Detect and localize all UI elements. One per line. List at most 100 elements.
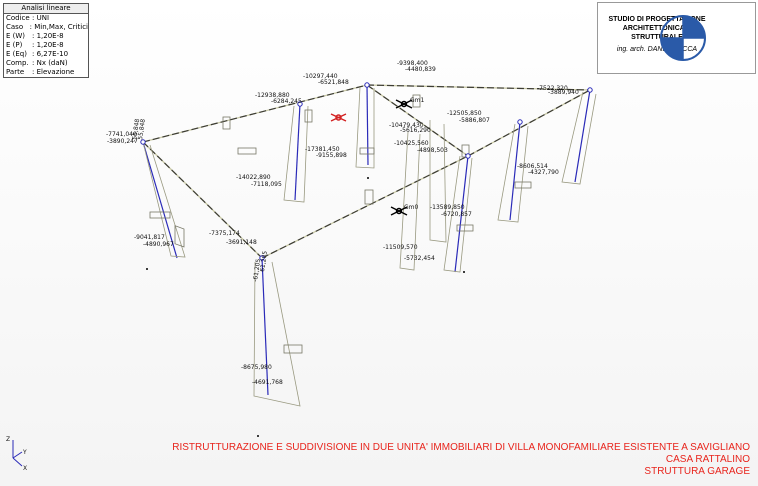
base-point-1 xyxy=(146,268,148,270)
info-row: Parte: Elevazione xyxy=(6,68,75,76)
beam-dash-3 xyxy=(467,89,591,157)
info-panel-title: Analisi lineare xyxy=(4,4,88,14)
force-label: -4480,839 xyxy=(405,66,436,73)
force-label: -12938,880 xyxy=(255,92,290,99)
force-label: -3890,247 xyxy=(107,138,138,145)
axis-triad: Z Y X xyxy=(6,436,27,472)
base-point-3 xyxy=(367,177,369,179)
node-6[interactable] xyxy=(364,82,370,88)
force-label: -13589,850 xyxy=(430,204,465,211)
force-labels: -7741,040 -3890,247 -55,848 55,848 -1293… xyxy=(106,60,579,386)
section-mark-7 xyxy=(149,211,171,219)
diagram-col-9 xyxy=(399,131,421,271)
diagram-col-6 xyxy=(355,86,375,169)
project-title-line3: STRUTTURA GARAGE xyxy=(644,466,750,477)
force-label: -5616,290 xyxy=(400,127,431,134)
beam-dash-1 xyxy=(142,141,263,259)
diagram-col-4 xyxy=(497,123,529,223)
node-1[interactable] xyxy=(140,139,146,145)
force-label: 55,848 xyxy=(137,118,147,140)
axis-y-label: Y xyxy=(22,449,27,456)
axial-force-diagrams xyxy=(142,86,597,407)
section-mark-1 xyxy=(174,225,185,248)
studio-author: ing. arch. DANILO PICCA xyxy=(616,46,698,53)
force-label: -3691,148 xyxy=(226,239,257,246)
marker-gm0: Gm0 xyxy=(404,204,418,211)
section-mark-3 xyxy=(304,109,313,123)
column-3 xyxy=(454,155,469,273)
diagram-col-7 xyxy=(283,105,309,203)
force-label: -7375,174 xyxy=(209,230,240,237)
base-points xyxy=(146,177,465,437)
studio-logo-mark xyxy=(660,15,706,61)
diagram-col-3 xyxy=(443,155,473,273)
column-1 xyxy=(142,141,178,259)
node-4[interactable] xyxy=(517,119,523,125)
axis-z-label: Z xyxy=(6,436,10,443)
force-label: -3889,940 xyxy=(548,89,579,96)
force-label: -6521,848 xyxy=(318,79,349,86)
section-mark-9 xyxy=(456,224,474,232)
section-mark-4 xyxy=(364,189,374,205)
diagram-col-2 xyxy=(253,261,301,407)
force-label: -14022,890 xyxy=(236,174,271,181)
force-label: -55,848 xyxy=(131,118,141,142)
node-2[interactable] xyxy=(259,255,265,261)
force-label: -10297,440 xyxy=(303,73,338,80)
studio-name: STUDIO DI PROGETTAZIONE ARCHITETTONICA E… xyxy=(608,16,706,41)
force-label: -12505,850 xyxy=(447,110,482,117)
beam-dash-6 xyxy=(366,84,469,157)
info-row: Caso: Min,Max, Critici xyxy=(6,23,88,31)
force-label: -7522,320 xyxy=(537,85,568,92)
force-label: -9398,400 xyxy=(397,60,428,67)
project-title-block: RISTRUTTURAZIONE E SUDDIVISIONE IN DUE U… xyxy=(172,442,750,478)
diagram-col-1 xyxy=(142,141,186,258)
section-markers xyxy=(149,94,532,354)
force-label: -4691,768 xyxy=(252,379,283,386)
section-mark-11 xyxy=(283,344,303,354)
beam-dash-5 xyxy=(142,84,368,143)
project-title-line1: RISTRUTTURAZIONE E SUDDIVISIONE IN DUE U… xyxy=(172,442,750,453)
force-label: -4327,790 xyxy=(528,169,559,176)
columns xyxy=(142,84,591,396)
section-mark-10 xyxy=(514,181,532,189)
centroid-symbol-2 xyxy=(390,206,408,216)
centroid-symbol-1 xyxy=(395,99,413,109)
info-row: Codice: UNI xyxy=(6,14,50,22)
force-label: -9041,817 xyxy=(134,234,165,241)
force-label: 61,205 xyxy=(259,250,269,272)
force-label: -4898,503 xyxy=(417,147,448,154)
base-point-4 xyxy=(463,271,465,273)
force-label: -7118,095 xyxy=(251,181,282,188)
node-7[interactable] xyxy=(297,101,303,107)
section-mark-12 xyxy=(359,147,375,155)
info-row: Comp.: Nx (daN) xyxy=(6,59,68,67)
axis-x-label: X xyxy=(23,465,27,472)
diagram-col-5 xyxy=(561,91,597,185)
node-3[interactable] xyxy=(465,153,471,159)
info-row: E (W): 1,20E-8 xyxy=(6,32,64,40)
beam-dash-4 xyxy=(366,84,591,91)
section-mark-2 xyxy=(222,116,231,130)
force-label: -11509,570 xyxy=(383,244,418,251)
force-label: -9155,898 xyxy=(316,152,347,159)
column-4 xyxy=(509,121,521,221)
project-title-line2: CASA RATTALINO xyxy=(665,454,750,465)
info-row: E (Eq): 6,27E-10 xyxy=(6,50,69,58)
studio-logo-box: STUDIO DI PROGETTAZIONE ARCHITETTONICA E… xyxy=(597,2,756,74)
beam-centerlines xyxy=(142,84,591,259)
section-mark-8 xyxy=(237,147,257,155)
force-label: -4890,967 xyxy=(143,241,174,248)
nodes xyxy=(140,82,593,261)
force-label: -8606,514 xyxy=(517,163,548,170)
force-label: -10425,560 xyxy=(394,140,429,147)
diagram-col-8 xyxy=(429,120,447,243)
force-label: -10479,430 xyxy=(389,122,424,129)
column-2 xyxy=(261,257,269,396)
node-5[interactable] xyxy=(587,87,593,93)
force-label: -6720,857 xyxy=(441,211,472,218)
force-label: -61,205 xyxy=(252,258,262,282)
force-label: -17381,450 xyxy=(305,146,340,153)
info-row: E (P): 1,20E-8 xyxy=(6,41,64,49)
